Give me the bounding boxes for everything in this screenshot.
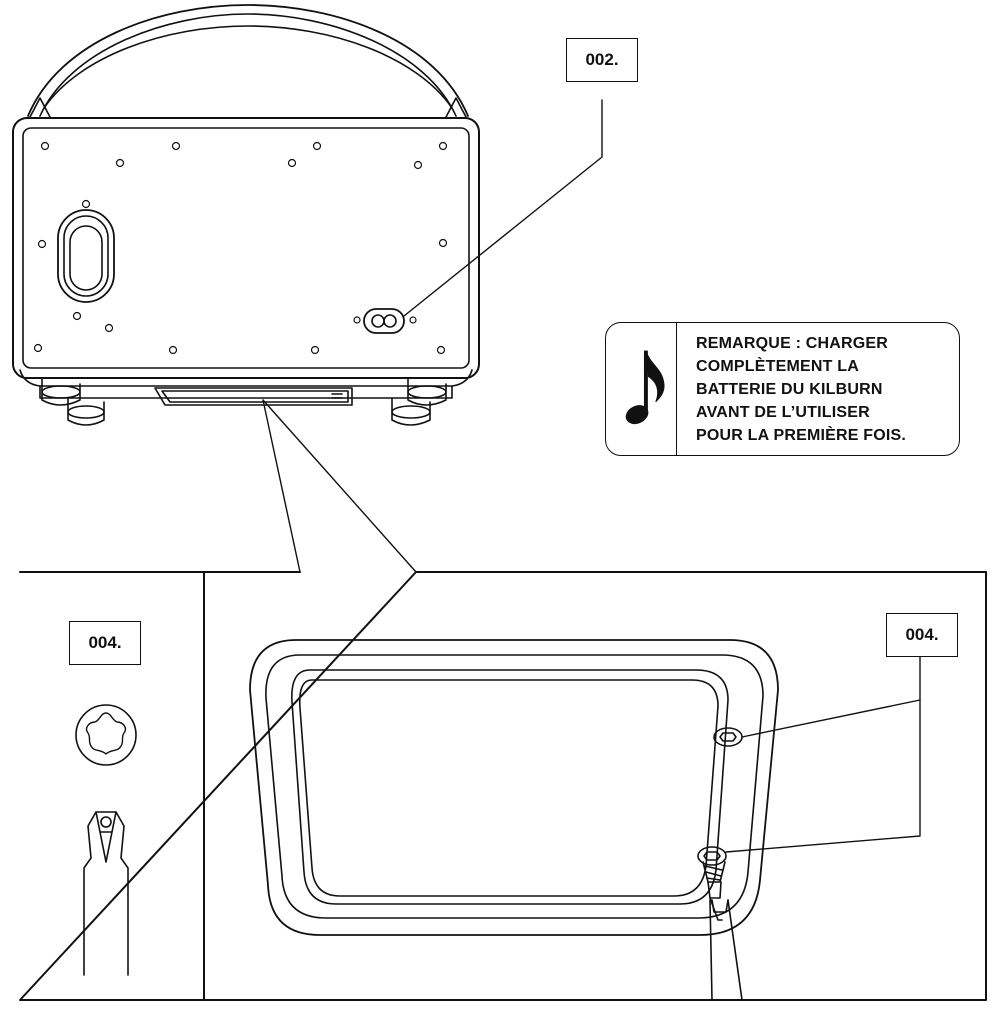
speaker-back-view xyxy=(12,4,480,426)
callout-004-left: 004. xyxy=(69,621,141,665)
zoom-lines xyxy=(262,399,417,573)
callout-004-right-label: 004. xyxy=(905,625,939,644)
callout-002: 002. xyxy=(566,38,638,82)
screw-and-screwdriver xyxy=(697,846,743,1001)
callout-004-left-label: 004. xyxy=(88,633,122,652)
battery-door-small xyxy=(154,387,353,406)
carry-handle xyxy=(27,4,469,118)
note-line: BATTERIE DU KILBURN xyxy=(696,381,883,398)
battery-door-closeup xyxy=(249,639,779,936)
leader-lines-004 xyxy=(725,656,921,853)
eighth-note-icon xyxy=(625,350,665,425)
torx-screw-head xyxy=(713,727,743,747)
note-text: REMARQUE : CHARGER COMPLÈTEMENT LA BATTE… xyxy=(696,332,956,447)
bass-port xyxy=(57,209,115,303)
leader-line-002 xyxy=(403,99,603,317)
callout-002-label: 002. xyxy=(585,50,619,69)
note-divider xyxy=(676,323,677,455)
note-line: AVANT DE L’UTILISER xyxy=(696,404,870,421)
note-line: COMPLÈTEMENT LA xyxy=(696,358,859,375)
inset-frame xyxy=(19,571,987,1001)
note-line: POUR LA PREMIÈRE FOIS. xyxy=(696,427,907,444)
speaker-body xyxy=(12,117,480,399)
speaker-feet xyxy=(41,377,447,426)
power-socket xyxy=(363,308,405,334)
callout-004-right: 004. xyxy=(886,613,958,657)
charge-note: REMARQUE : CHARGER COMPLÈTEMENT LA BATTE… xyxy=(605,322,960,456)
back-plate-screws xyxy=(33,141,448,355)
note-line: REMARQUE : CHARGER xyxy=(696,335,889,352)
torx-screwdriver xyxy=(75,704,137,976)
